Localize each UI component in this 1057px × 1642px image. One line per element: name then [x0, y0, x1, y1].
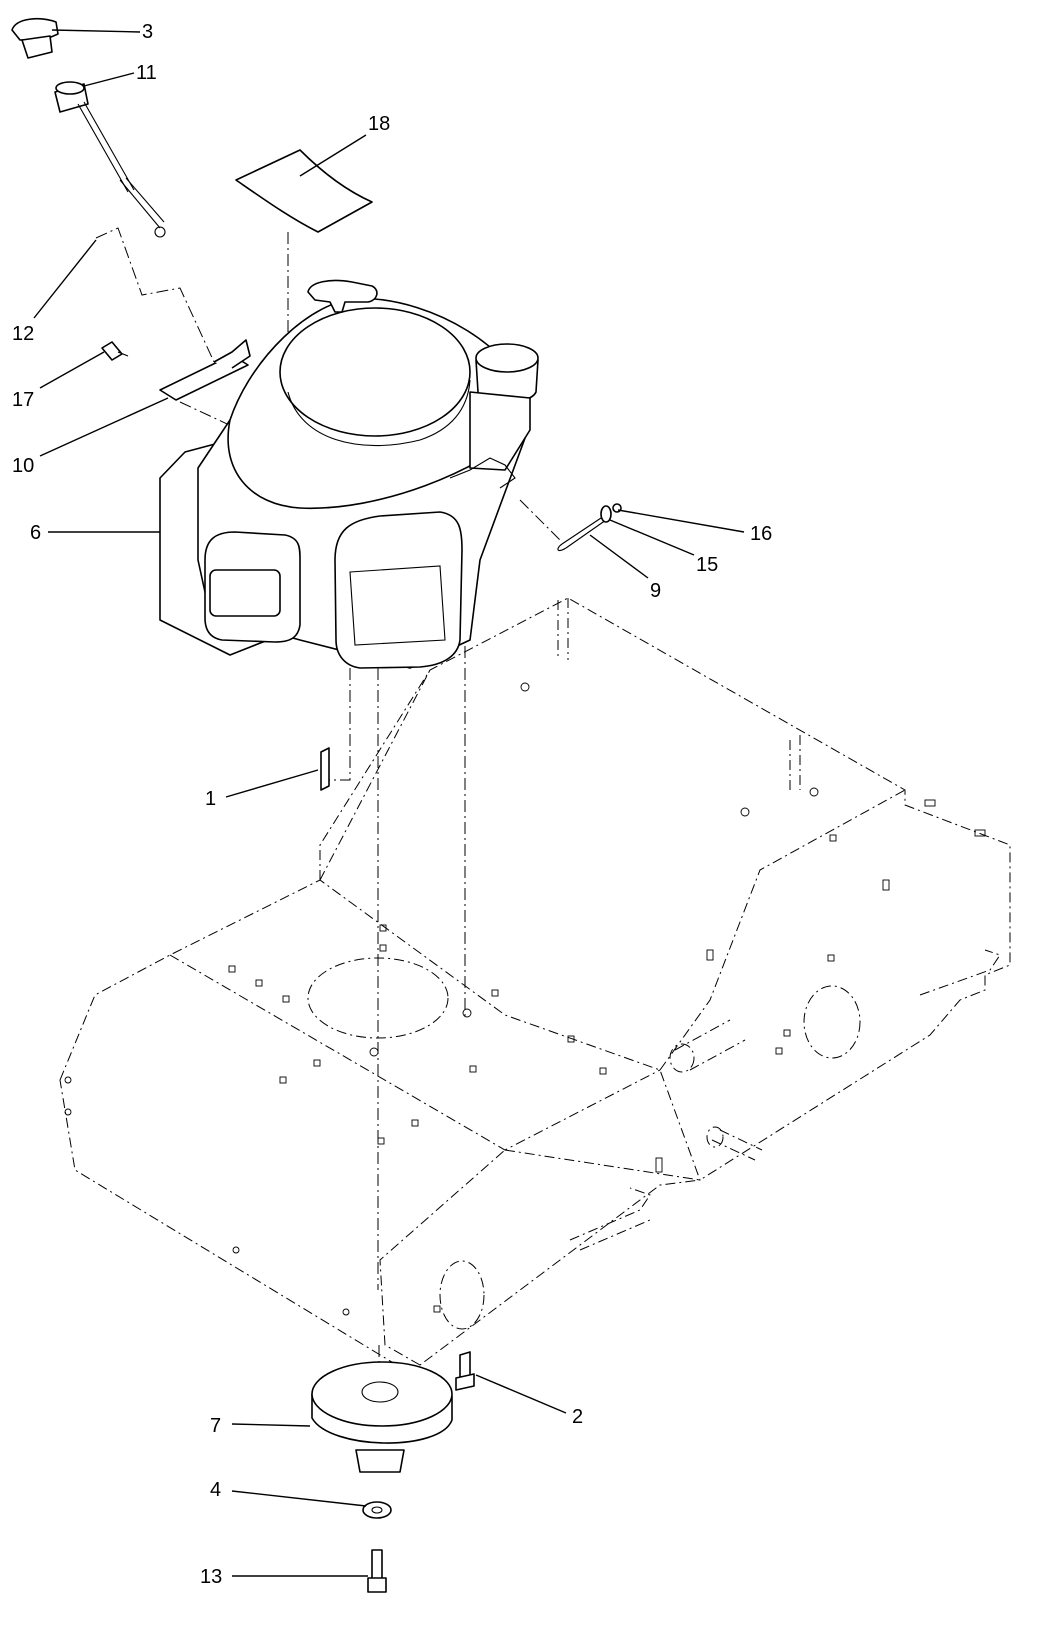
engine [159, 279, 539, 669]
callout-16: 16 [750, 523, 772, 545]
part-bolt-2 [455, 1351, 475, 1391]
part-washer [362, 1501, 392, 1519]
part-screw-17 [101, 341, 129, 361]
part-decal [235, 149, 373, 233]
callout-6: 6 [30, 522, 41, 544]
part-bracket [159, 339, 251, 401]
part-rod [557, 503, 622, 552]
part-bolt-13 [367, 1549, 387, 1593]
callout-15: 15 [696, 554, 718, 576]
callout-13: 13 [200, 1566, 222, 1588]
callout-12: 12 [12, 323, 34, 345]
part-key [320, 747, 330, 791]
callout-3: 3 [142, 21, 153, 43]
callout-17: 17 [12, 389, 34, 411]
part-dipstick-cap [11, 17, 59, 59]
callout-leaders [33, 29, 745, 1577]
callout-9: 9 [650, 580, 661, 602]
callout-1: 1 [205, 788, 216, 810]
callout-2: 2 [572, 1406, 583, 1428]
callout-10: 10 [12, 455, 34, 477]
part-blade-adapter [311, 1361, 453, 1473]
callout-11: 11 [136, 62, 157, 84]
callout-18: 18 [368, 113, 390, 135]
callout-4: 4 [210, 1479, 221, 1501]
callout-7: 7 [210, 1415, 221, 1437]
mower-deck-phantom [59, 597, 1011, 1371]
part-dipstick-tube [54, 81, 166, 238]
